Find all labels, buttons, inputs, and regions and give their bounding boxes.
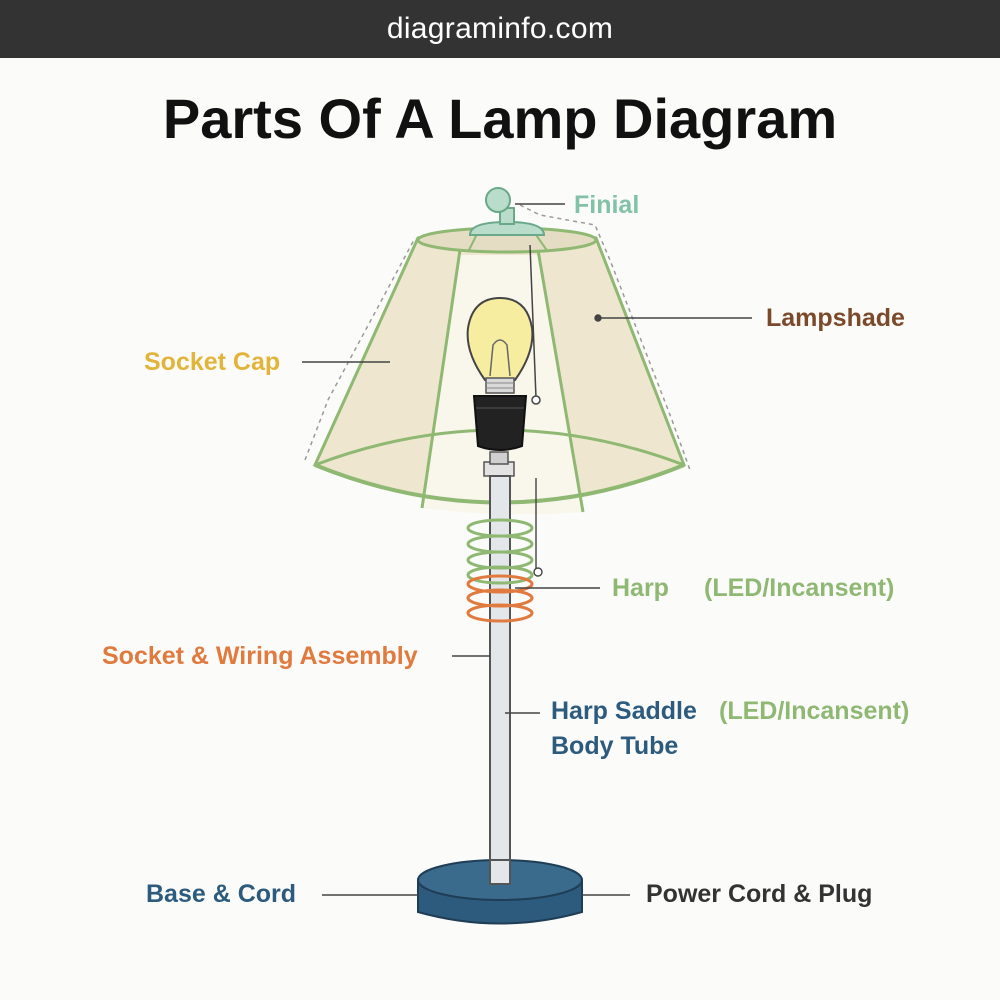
bulb-filament — [489, 339, 511, 377]
label-harp-note: (LED/Incansent) — [704, 574, 895, 602]
label-body-tube: Body Tube — [551, 732, 679, 760]
lamp-socket — [472, 395, 528, 451]
label-harp: Harp — [612, 574, 669, 602]
site-name[interactable]: diagraminfo.com — [386, 12, 614, 45]
tube-coupling-top — [489, 451, 509, 465]
body-tube — [489, 475, 511, 892]
label-socket-cap: Socket Cap — [144, 348, 281, 376]
saddle-rings — [466, 574, 534, 623]
shade-dashed-outline — [304, 204, 691, 471]
label-harp-saddle-note: (LED/Incansent) — [719, 697, 910, 725]
site-header-bar: diagraminfo.com — [0, 0, 1000, 58]
leader-lines — [302, 203, 752, 896]
label-finial: Finial — [574, 191, 640, 219]
harp-wire — [529, 244, 537, 399]
label-lampshade: Lampshade — [766, 304, 905, 332]
bulb-screw-base — [485, 377, 515, 394]
shade-rib-left — [420, 249, 462, 509]
harp-wire-end — [531, 395, 541, 405]
label-base-cord: Base & Cord — [146, 880, 297, 908]
label-socket-wiring: Socket & Wiring Assembly — [102, 642, 418, 670]
finial-knob — [485, 187, 511, 213]
shade-rib-right — [536, 249, 585, 513]
light-bulb — [466, 296, 534, 381]
harp-coils — [466, 518, 534, 585]
label-harp-saddle: Harp Saddle — [551, 697, 697, 725]
label-power-cord: Power Cord & Plug — [646, 880, 873, 908]
diagram-title: Parts Of A Lamp Diagram — [162, 87, 838, 150]
tube-in-base — [489, 859, 511, 885]
